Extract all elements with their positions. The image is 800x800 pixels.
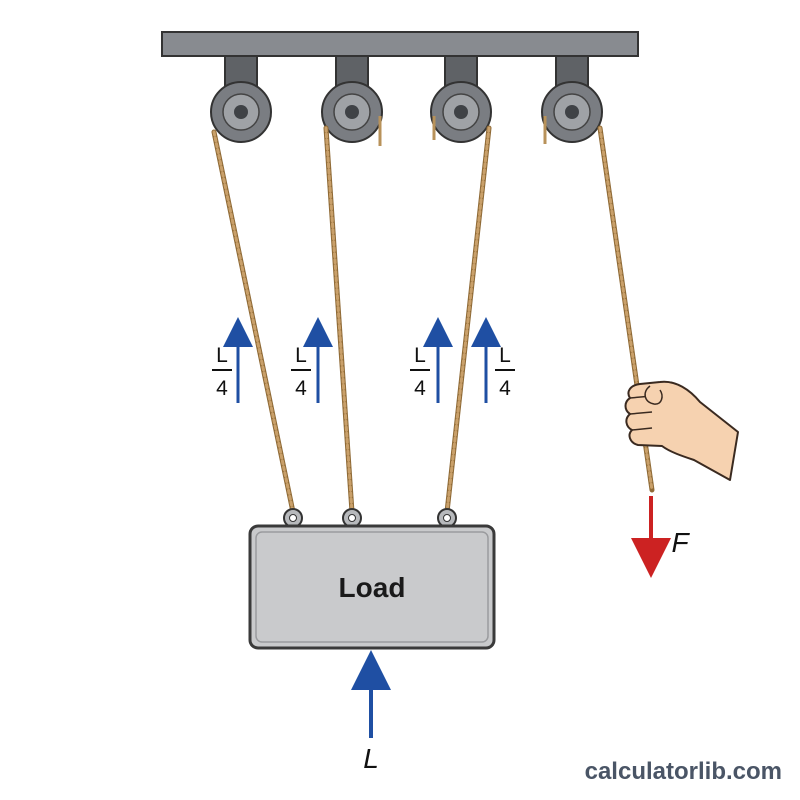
svg-text:4: 4 xyxy=(414,377,426,400)
pulley-1 xyxy=(210,55,272,143)
pulley-2 xyxy=(321,55,383,143)
load-eyelets xyxy=(283,508,457,528)
tension-label-1: L 4 xyxy=(212,344,232,400)
svg-text:4: 4 xyxy=(499,377,511,400)
rope-stubs xyxy=(378,116,547,146)
svg-text:L: L xyxy=(499,344,511,367)
svg-text:4: 4 xyxy=(295,377,307,400)
pulley-3 xyxy=(430,55,492,143)
watermark: calculatorlib.com xyxy=(584,758,782,785)
load-label: Load xyxy=(339,572,406,603)
ceiling-beam xyxy=(161,31,639,57)
load-force-label: L xyxy=(363,743,379,774)
load-box xyxy=(248,524,496,650)
svg-text:4: 4 xyxy=(216,377,228,400)
hand-icon xyxy=(624,380,739,481)
svg-text:L: L xyxy=(216,344,228,367)
svg-text:L: L xyxy=(414,344,426,367)
tension-label-3: L 4 xyxy=(410,344,430,400)
tension-label-4: L 4 xyxy=(495,344,515,400)
ropes xyxy=(211,125,655,515)
pulley-4 xyxy=(541,55,603,143)
applied-force-label: F xyxy=(671,527,690,558)
svg-text:L: L xyxy=(295,344,307,367)
tension-label-2: L 4 xyxy=(291,344,311,400)
